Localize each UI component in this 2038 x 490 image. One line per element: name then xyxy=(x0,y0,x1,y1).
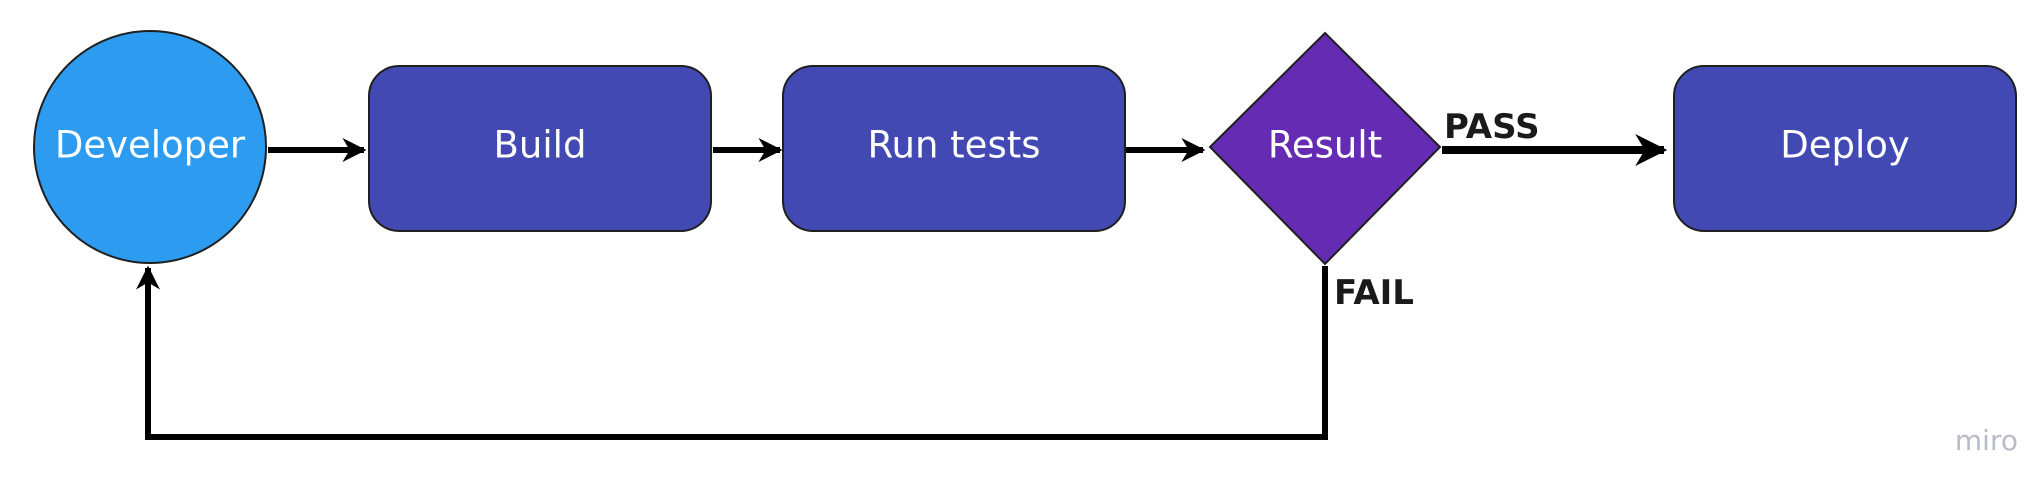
node-result[interactable]: Result xyxy=(1208,31,1442,266)
edges-group xyxy=(136,134,1668,440)
run-tests-label: Run tests xyxy=(867,124,1040,167)
edge-label-fail: FAIL xyxy=(1334,273,1414,313)
node-run-tests[interactable]: Run tests xyxy=(782,65,1126,232)
developer-circle xyxy=(33,30,267,264)
node-developer[interactable]: Developer xyxy=(33,30,267,264)
result-diamond xyxy=(1208,31,1442,266)
miro-watermark: miro xyxy=(1955,424,2018,457)
run-tests-box xyxy=(782,65,1126,232)
edge-result-to-developer xyxy=(136,265,1328,440)
build-box xyxy=(368,65,712,232)
result-label: Result xyxy=(1268,124,1382,167)
node-deploy[interactable]: Deploy xyxy=(1673,65,2017,232)
build-label: Build xyxy=(494,124,587,167)
edge-label-pass: PASS xyxy=(1444,107,1540,147)
node-build[interactable]: Build xyxy=(368,65,712,232)
deploy-box xyxy=(1673,65,2017,232)
developer-label: Developer xyxy=(55,124,246,167)
deploy-label: Deploy xyxy=(1780,124,1910,167)
